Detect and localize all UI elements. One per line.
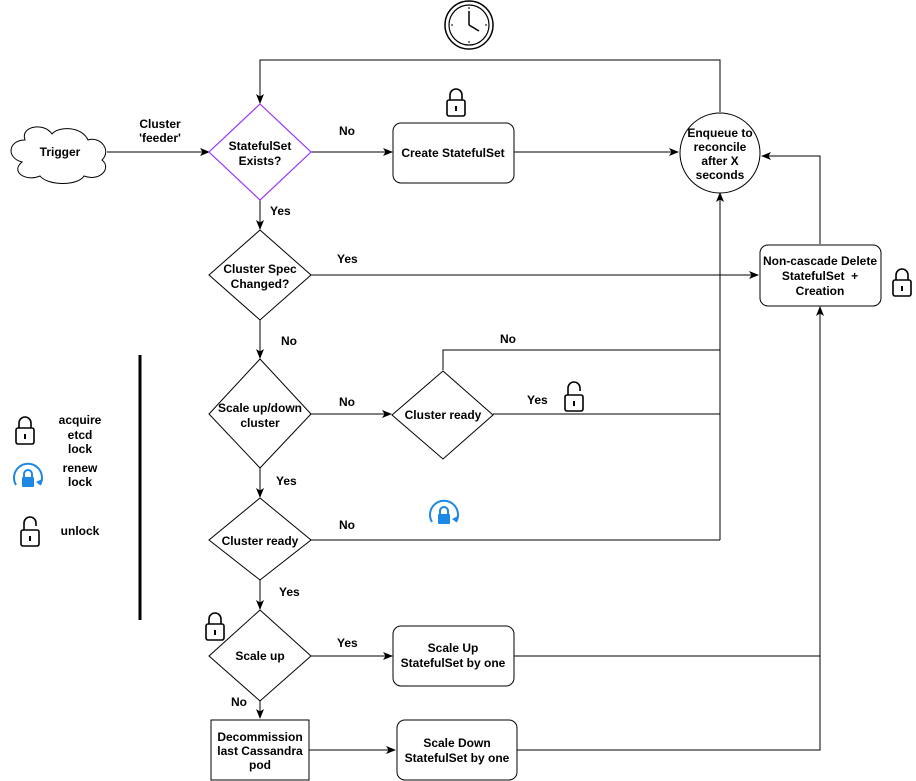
decommission-line-2: last Cassandra [217,744,303,758]
edge-label-scale-yes: Yes [276,474,297,488]
edge-noncascade-to-enqueue [761,152,821,244]
edge-label-exists-yes: Yes [270,204,291,218]
decommission-node: Decommission last Cassandra pod [210,719,310,781]
cluster-ready-decision-2: Cluster ready [208,497,312,581]
lock-icon [892,268,912,297]
legend-acquire-line-1: acquire [59,413,102,427]
trigger-label: Trigger [40,145,81,159]
cluster-spec-changed-decision: Cluster Spec Changed? [208,229,312,321]
lock-icon [205,612,225,641]
statefulset-exists-line-1: StatefulSet [229,139,292,153]
enqueue-line-2: reconcile [694,140,747,154]
edge-label-ready2-no: No [339,518,355,532]
edge-ready1-no [442,349,720,370]
cluster-spec-line-2: Changed? [231,277,290,291]
edge-enqueue-loop [256,59,721,112]
scale-up-down-decision: Scale up/down cluster [208,358,312,469]
scale-down-ss-line-1: Scale Down [423,736,490,750]
scale-up-down-line-2: cluster [240,416,280,430]
legend-renew-line-1: renew [63,461,98,475]
cluster-ready-decision-1: Cluster ready [391,370,494,460]
non-cascade-line-3: Creation [796,284,845,298]
scale-up-label: Scale up [235,649,284,663]
edge-label-ready2-yes: Yes [279,585,300,599]
decommission-line-3: pod [249,758,271,772]
create-statefulset-label: Create StatefulSet [401,146,504,160]
enqueue-node: Enqueue to reconcile after X seconds [679,112,761,194]
statefulset-exists-line-2: Exists? [239,154,282,168]
edge-label-scaleup-yes: Yes [337,636,358,650]
edge-label-scaleup-no: No [231,695,247,709]
enqueue-line-1: Enqueue to [687,126,752,140]
create-statefulset-node: Create StatefulSet [392,122,515,184]
non-cascade-line-1: Non-cascade Delete [763,254,877,268]
legend-unlock-label: unlock [61,524,100,538]
legend-lock-renew-icon [13,462,43,488]
edge-label-ready1-yes: Yes [527,393,548,407]
lock-renew-icon [429,499,459,525]
clock-icon [444,0,494,50]
legend-renew-line-2: lock [68,475,92,489]
non-cascade-delete-node: Non-cascade Delete StatefulSet + Creatio… [759,244,882,307]
edge-label-ready1-no: No [500,332,516,346]
non-cascade-line-2: StatefulSet + [782,269,858,283]
scale-up-ss-line-1: Scale Up [428,641,479,655]
edge-label-spec-no: No [281,334,297,348]
scale-up-ss-line-2: StatefulSet by one [401,656,506,670]
legend-acquire-line-3: lock [68,442,92,456]
edge-scaledown-to-noncascade [517,306,824,751]
lock-icon [446,88,466,117]
cluster-ready-2-label: Cluster ready [222,534,299,548]
decommission-line-1: Decommission [217,730,302,744]
legend-acquire-line-2: etcd [68,428,93,442]
cluster-ready-1-label: Cluster ready [405,408,482,422]
legend-lock-icon [15,416,35,445]
edge-label-spec-yes: Yes [337,252,358,266]
scale-up-decision: Scale up [208,609,312,702]
legend-unlock-icon [20,516,40,547]
edge-label-scale-no: No [339,395,355,409]
trigger-node: Trigger [10,126,107,184]
scale-down-statefulset-node: Scale Down StatefulSet by one [396,719,518,781]
enqueue-line-3: after X [701,154,738,168]
scale-up-statefulset-node: Scale Up StatefulSet by one [392,625,515,687]
enqueue-line-4: seconds [696,168,745,182]
scale-up-down-line-1: Scale up/down [218,401,302,415]
edge-label-exists-no: No [339,124,355,138]
scale-down-ss-line-2: StatefulSet by one [405,751,510,765]
edge-label-cluster: Cluster [139,117,181,131]
cluster-spec-line-1: Cluster Spec [223,262,297,276]
statefulset-exists-decision: StatefulSet Exists? [208,103,312,201]
unlock-icon [564,381,584,412]
edge-label-feeder: 'feeder' [139,131,181,145]
